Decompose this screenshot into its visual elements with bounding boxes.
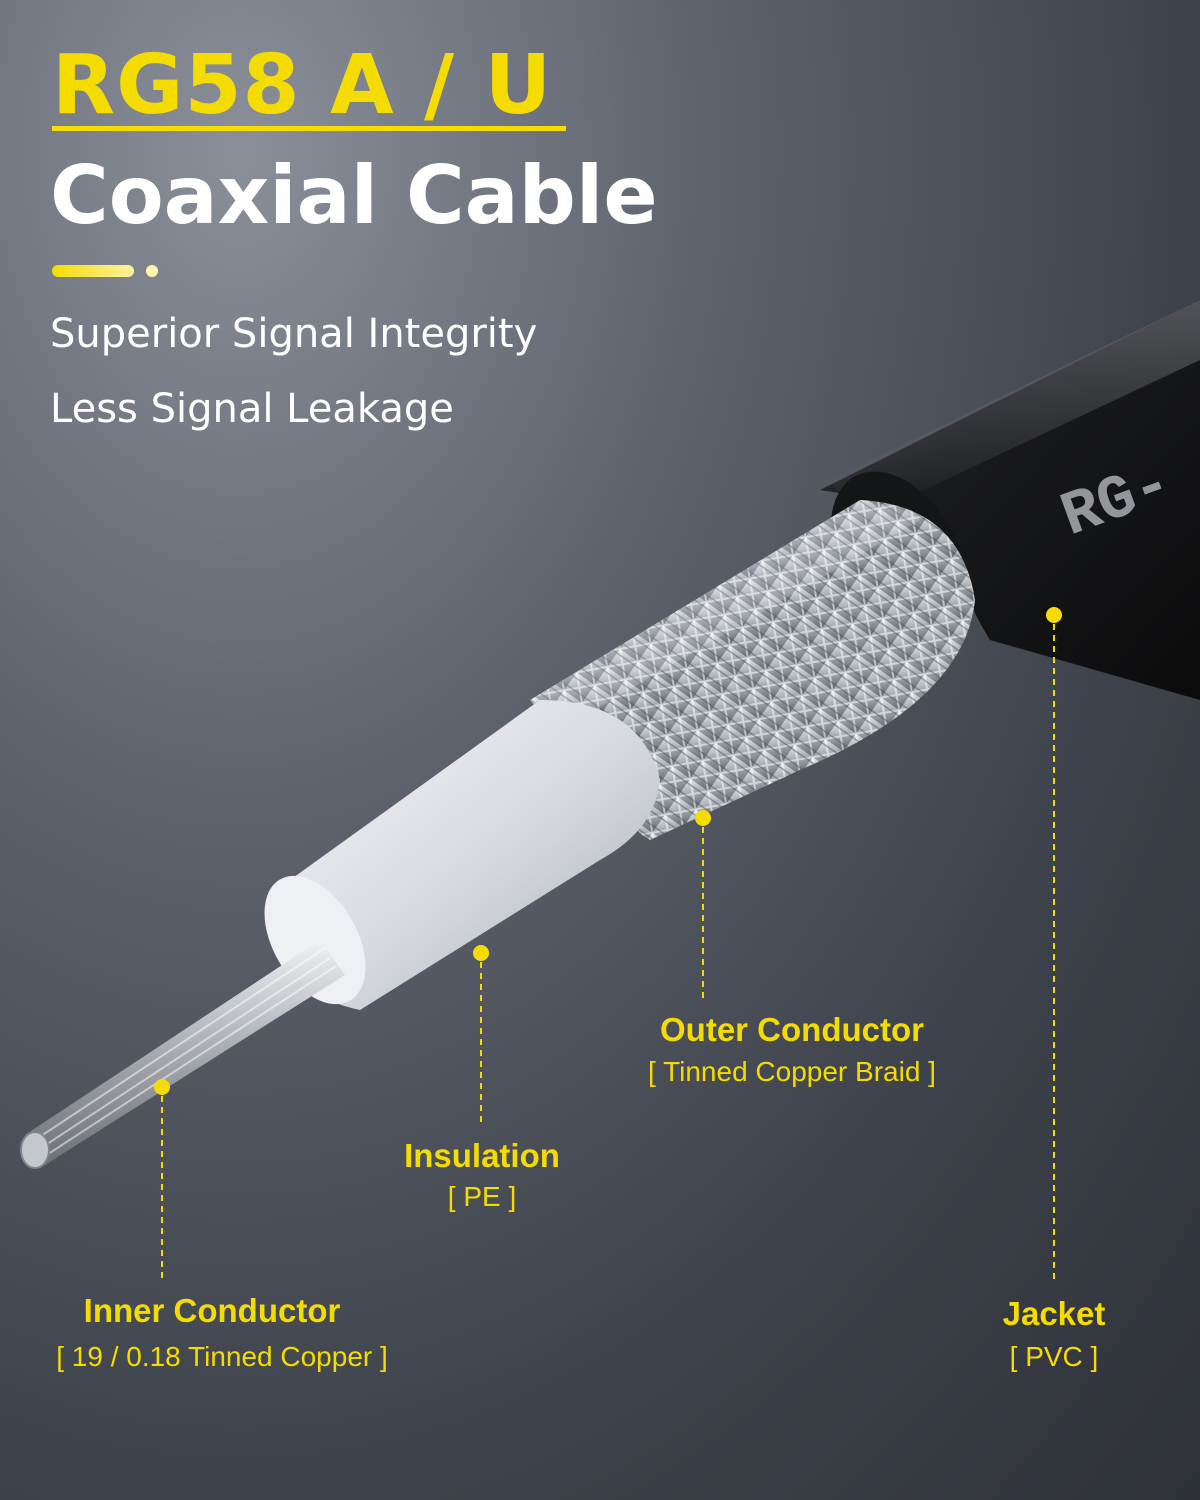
- inner-conductor-spec: [ 19 / 0.18 Tinned Copper ]: [56, 1341, 388, 1372]
- jacket-label: Jacket: [1002, 1295, 1106, 1332]
- inner-conductor-marker: [154, 1079, 170, 1095]
- feature-signal-integrity: Superior Signal Integrity: [50, 311, 538, 357]
- title-underline: [52, 126, 566, 131]
- accent-dot: [146, 265, 158, 277]
- insulation-label: Insulation: [404, 1137, 560, 1174]
- jacket-spec: [ PVC ]: [1009, 1341, 1099, 1372]
- jacket-marker: [1046, 607, 1062, 623]
- insulation-layer: [285, 700, 660, 1010]
- product-title: Coaxial Cable: [50, 149, 658, 242]
- model-title: RG58 A / U: [52, 38, 553, 133]
- insulation-marker: [473, 945, 489, 961]
- accent-bar: [52, 265, 134, 277]
- outer-conductor-spec: [ Tinned Copper Braid ]: [648, 1056, 936, 1087]
- insulation-spec: [ PE ]: [447, 1181, 517, 1212]
- feature-less-leakage: Less Signal Leakage: [50, 386, 454, 432]
- inner-conductor-label: Inner Conductor: [83, 1292, 341, 1329]
- outer-conductor-label: Outer Conductor: [660, 1011, 924, 1048]
- outer-conductor-marker: [695, 810, 711, 826]
